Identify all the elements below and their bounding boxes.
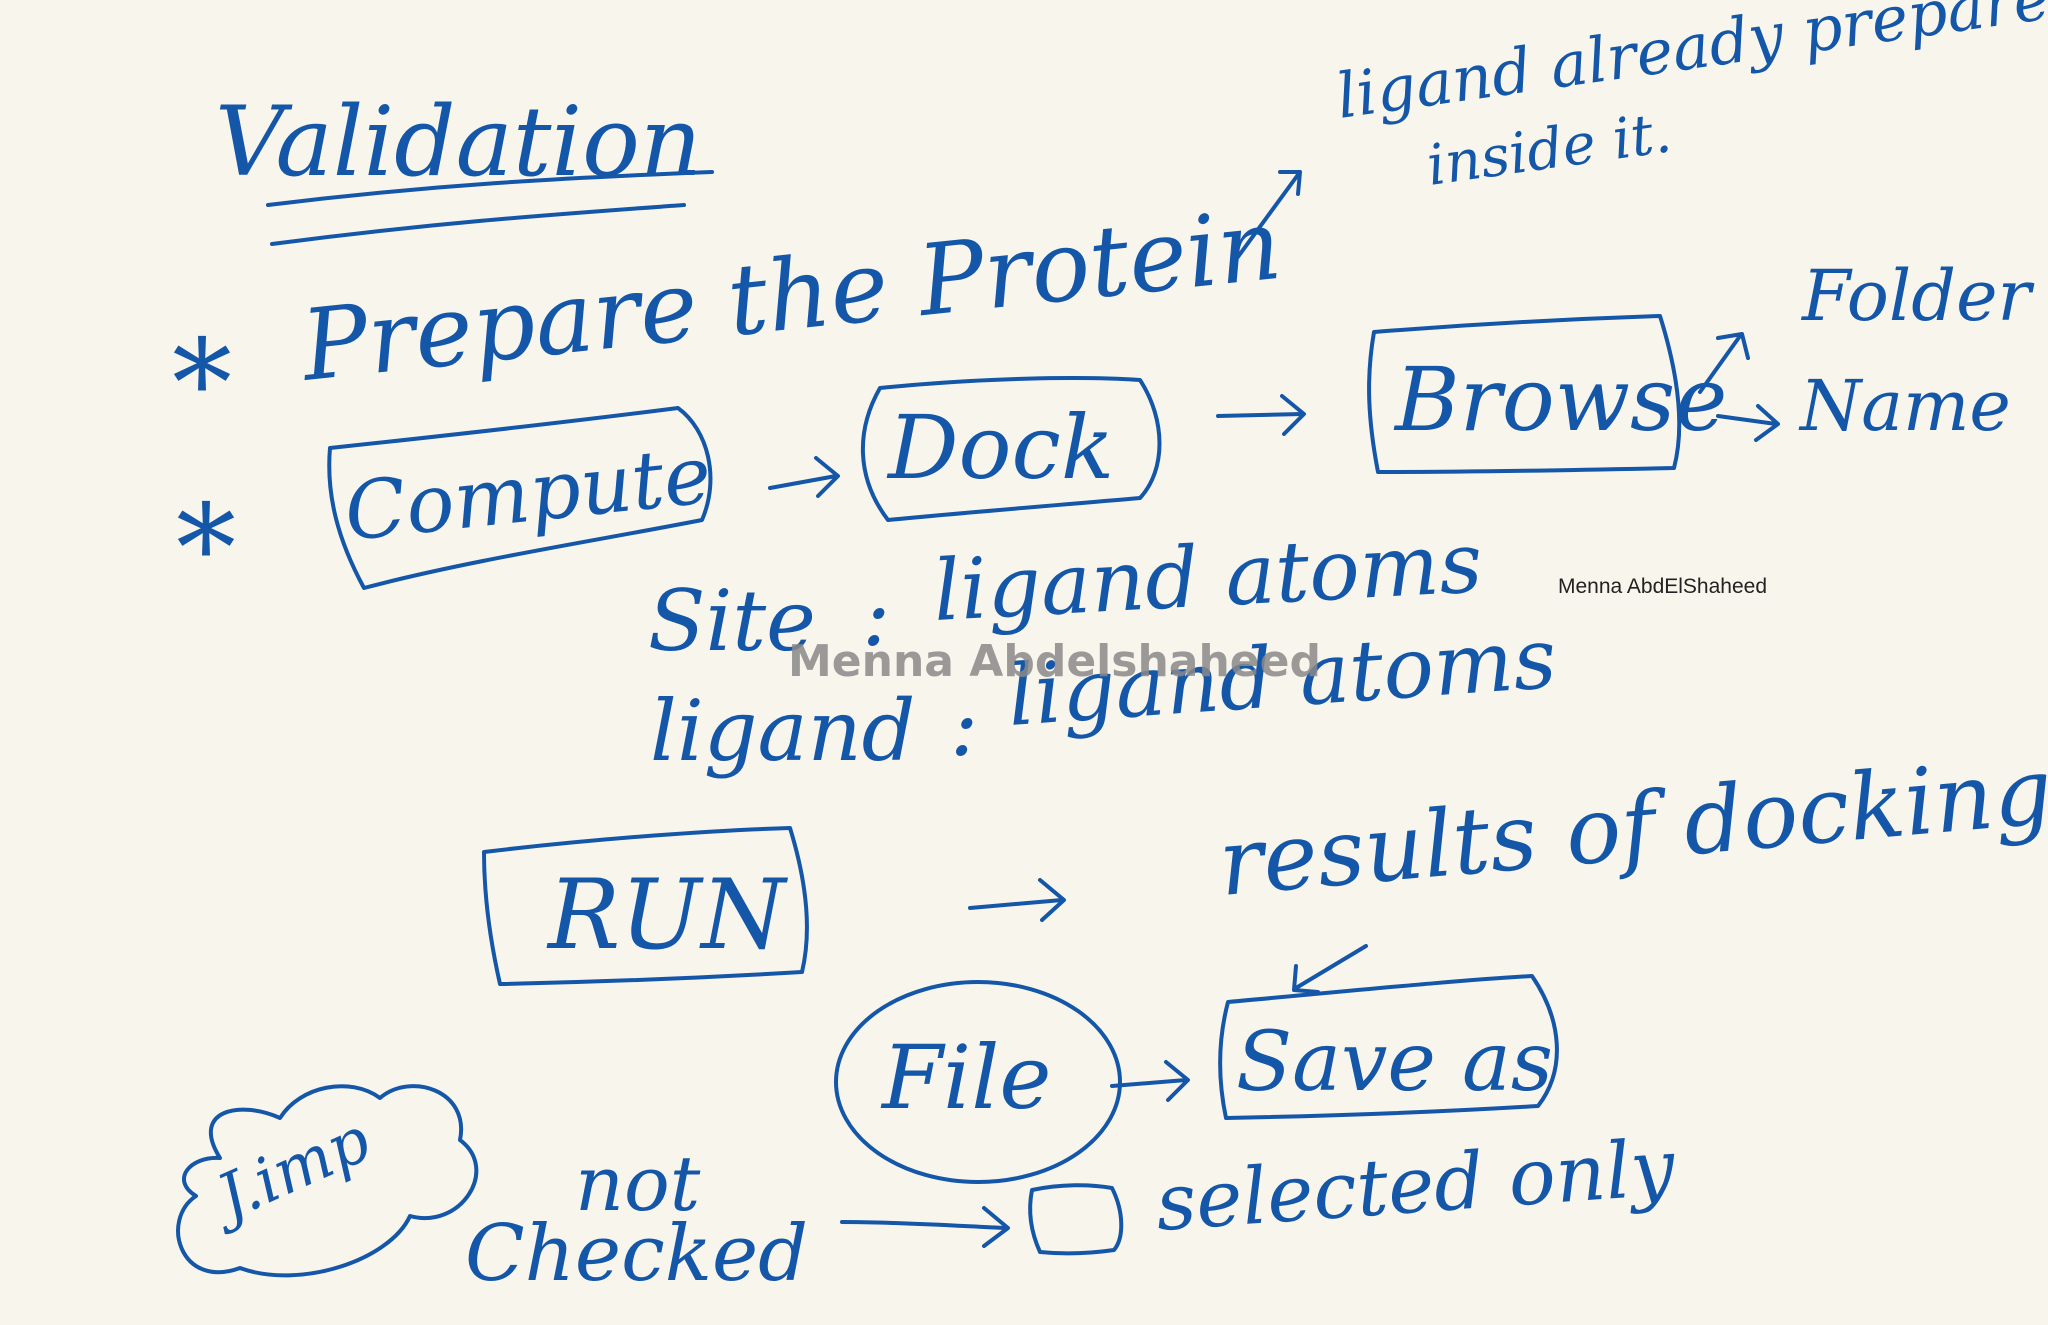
arrow-browse-folder [1698,332,1750,394]
setting-ligand-label: ligand [650,682,915,780]
step-browse: Browse [1393,348,1727,451]
arrow-results-saveas [1292,944,1368,994]
note-not: not [575,1139,701,1228]
note-checked: Checked [465,1209,808,1299]
arrow-run-results [968,878,1066,922]
bullet-2-mark: * [176,480,236,619]
run-box [482,826,809,986]
setting-site-label: Site [648,572,816,670]
title-validation: Validation [215,86,702,198]
watermark-right: Menna AbdElShaheed [1558,575,1767,598]
option-folder: Folder [1800,255,2035,337]
dock-box [860,376,1162,522]
arrow-browse-name [1716,404,1780,442]
file-circle [834,980,1122,1184]
bullet-1-mark: * [172,315,232,454]
option-name: Name [1798,365,2011,447]
step-file: File [880,1026,1051,1129]
step-compute: Compute [340,428,715,559]
imp-cloud [176,1084,479,1278]
compute-box [327,406,713,590]
arrow-compute-dock [768,456,840,498]
arrow-file-saveas [1110,1060,1190,1102]
arrow-dock-browse [1216,394,1306,436]
watermark-center: Menna Abdelshaheed [788,636,1321,687]
setting-site-sep: : [862,567,890,665]
setting-ligand-sep: : [950,677,978,775]
arrow-to-checkbox [840,1206,1010,1248]
step-run: RUN [546,859,788,971]
browse-box [1367,314,1682,474]
step-prepare-protein: Prepare the Protein [295,188,1287,404]
arrow-to-note [1230,170,1302,267]
option-selected-only: selected only [1153,1123,1678,1249]
saveas-box [1218,974,1559,1120]
checkbox-shape [1028,1183,1124,1256]
note-imp: J.imp [196,1103,380,1238]
title-underline-2 [270,203,686,246]
note-ligand-prepared: ligand already prepared [1332,0,2048,133]
step-results-docking: results of docking [1215,738,2048,917]
title-underline-1 [266,170,714,207]
step-save-as: Save as [1236,1015,1553,1110]
step-dock: Dock [886,396,1114,499]
